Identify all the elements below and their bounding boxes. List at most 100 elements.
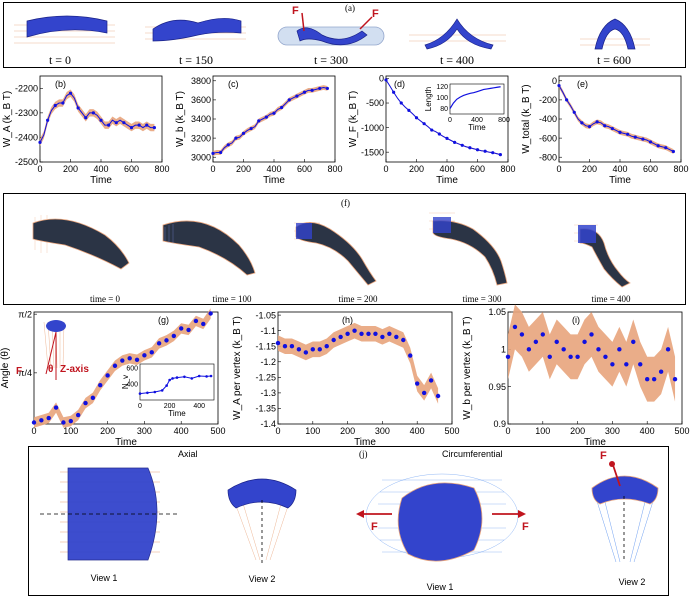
data-point (547, 354, 552, 359)
y-tick-label: -2400 (15, 133, 38, 143)
data-point (595, 120, 599, 124)
inset-force-line (45, 331, 57, 375)
data-point (282, 344, 288, 349)
data-point (296, 347, 302, 352)
inset-data-point (171, 377, 174, 380)
y-tick-label: -1.1 (260, 326, 276, 336)
time-caption-f-3: time = 300 (462, 294, 502, 304)
x-tick-label: 500 (210, 426, 225, 436)
data-point (505, 354, 511, 359)
inset-data-point (146, 391, 149, 395)
data-point (633, 135, 637, 139)
x-tick-label: 800 (327, 164, 342, 174)
inset-data-point (197, 374, 201, 378)
inset-y-axis-label: N_v (121, 375, 130, 389)
data-point (46, 415, 51, 421)
data-point (338, 334, 343, 340)
data-point (211, 151, 215, 155)
inset-frame (449, 83, 505, 115)
view-label-2: View 2 (248, 574, 276, 584)
x-tick-label: 400 (612, 164, 627, 174)
data-point (152, 126, 156, 130)
data-point (127, 356, 132, 361)
x-tick-label: 800 (500, 164, 515, 174)
panel-f-box (3, 193, 686, 305)
inset-vesicle (46, 320, 66, 332)
inset-x-tick-label: 800 (498, 117, 510, 124)
panel-a-tag: (a) (345, 3, 355, 13)
data-point (331, 337, 336, 343)
series-line (39, 92, 155, 143)
series-line (212, 86, 328, 154)
x-axis-label: Time (584, 437, 606, 448)
inset-data-point (209, 374, 213, 378)
inset-data-point (175, 376, 179, 379)
x-tick-label: 400 (439, 164, 454, 174)
inset-x-tick-label: 400 (471, 117, 483, 124)
y-tick-label: -1.15 (255, 341, 276, 351)
y-axis-label: W_A per vertex (k_B T) (232, 316, 243, 420)
data-point (638, 362, 643, 367)
x-tick-label: 200 (100, 426, 115, 436)
x-axis-label: Time (115, 437, 137, 448)
y-tick-label: -200 (539, 95, 557, 105)
time-caption-a-0: t = 0 (48, 53, 72, 67)
inset-x-tick-label: 400 (193, 403, 205, 410)
x-tick-label: 200 (582, 164, 597, 174)
y-tick-label: 0 (379, 74, 384, 84)
data-point (98, 382, 103, 388)
y-tick-label: -1.4 (260, 419, 276, 429)
inset-data-point (165, 384, 168, 387)
data-point (401, 337, 406, 343)
data-point (179, 326, 184, 331)
y-tick-label: 1 (501, 344, 506, 354)
inset-y-axis-label: Length (424, 87, 433, 111)
x-tick-label: 300 (375, 426, 390, 436)
data-point (142, 353, 147, 358)
panel-a-box (3, 2, 686, 68)
y-tick-label: -600 (539, 133, 557, 143)
data-point (114, 121, 118, 125)
data-point (384, 78, 388, 82)
data-point (498, 153, 502, 157)
data-point (352, 328, 357, 333)
data-point (302, 90, 307, 94)
y-tick-label: π/2 (18, 309, 32, 319)
inset-theta-label: θ (48, 364, 53, 375)
panel-j-box (28, 446, 669, 596)
x-tick-label: 0 (31, 426, 36, 436)
panel-tag: (h) (342, 315, 353, 325)
data-point (568, 354, 573, 359)
data-point (641, 137, 645, 141)
y-tick-label: -800 (539, 152, 557, 162)
force-label-j-view2: F (600, 450, 607, 462)
data-point (295, 94, 299, 98)
force-label-a-right: F (372, 8, 379, 20)
data-point (624, 362, 629, 367)
data-point (575, 354, 580, 359)
panel-tag: (b) (55, 79, 66, 89)
data-point (430, 128, 434, 132)
x-tick-label: 600 (470, 164, 485, 174)
data-point (38, 140, 42, 144)
time-caption-f-2: time = 200 (338, 294, 378, 304)
data-point (325, 86, 329, 91)
data-point (610, 362, 615, 367)
x-tick-label: 100 (63, 426, 78, 436)
snapshot-f-0 (32, 215, 130, 270)
y-tick-label: -400 (539, 114, 557, 124)
data-point (208, 311, 213, 316)
y-tick-label: 3000 (191, 152, 211, 162)
inset-x-tick-label: 0 (138, 403, 142, 410)
time-caption-a-4: t = 600 (596, 53, 632, 67)
data-point (366, 331, 371, 336)
force-label-a-left: F (292, 5, 299, 17)
y-tick-label: -1.05 (255, 310, 276, 320)
data-point (415, 381, 420, 386)
y-tick-label: -1.2 (260, 357, 276, 367)
data-point (645, 377, 650, 382)
